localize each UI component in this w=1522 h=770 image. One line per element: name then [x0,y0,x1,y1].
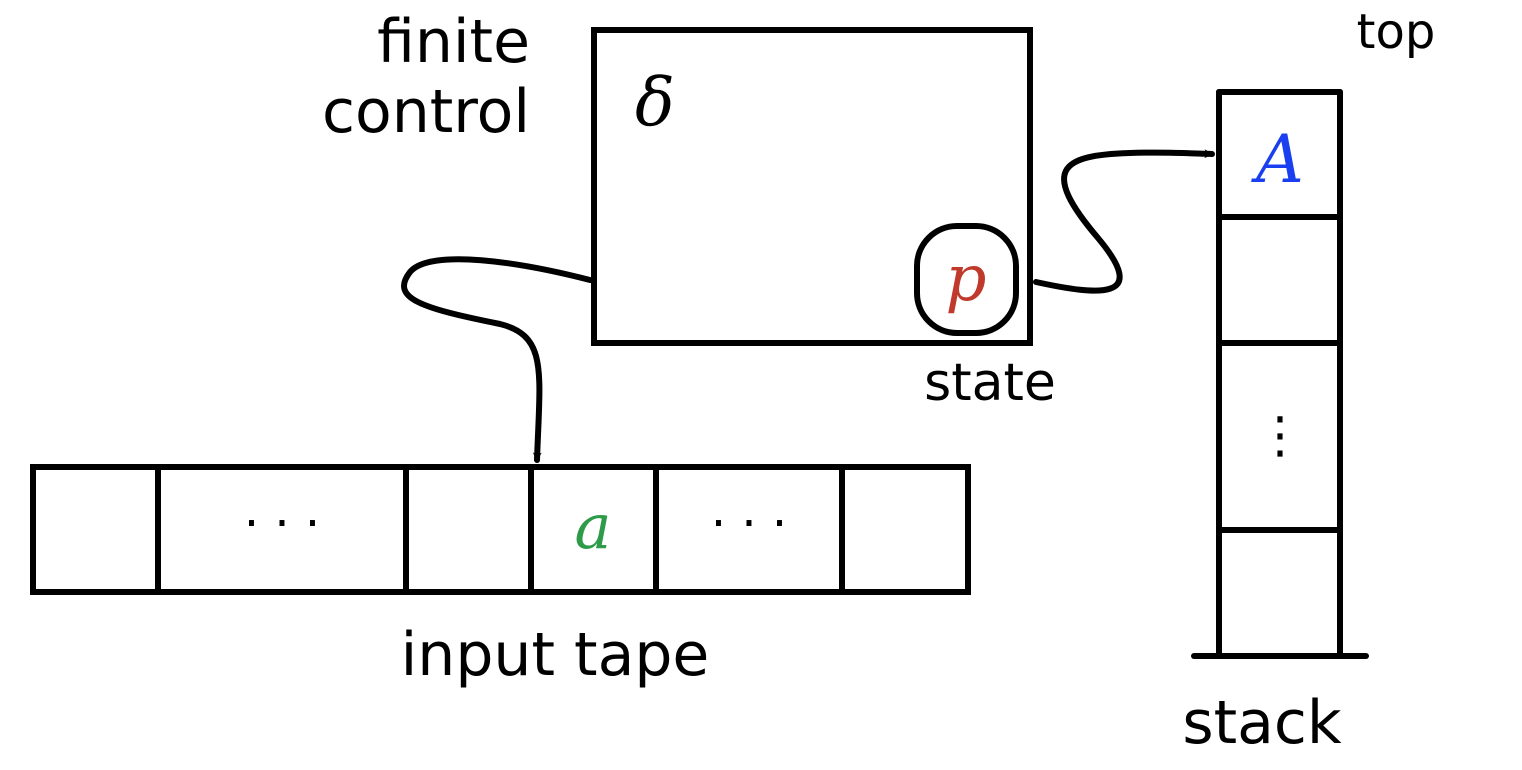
state-node [914,223,1019,336]
stack-label: stack [1182,688,1342,758]
state-symbol: p [946,242,987,316]
tape-ellipsis-left: · · · [244,496,320,552]
stack-column: A ⋮ [1191,89,1369,659]
tape-cell-head [528,464,659,595]
stack-top-arrow [1033,149,1215,294]
tape-cell [839,464,971,595]
stack-top-label: top [1357,4,1436,60]
input-tape-label: input tape [401,620,710,690]
stack-vertical-ellipsis: ⋮ [1255,406,1305,464]
finite-control-label-line1: finite [377,7,530,77]
tape-cell [30,464,161,595]
input-tape: · · · a · · · [30,464,971,595]
state-label: state [924,353,1056,413]
tape-head-arrow [401,256,593,463]
finite-control-label-line2: control [322,77,530,147]
tape-ellipsis-right: · · · [711,496,787,552]
tape-cell [653,464,845,595]
stack-top-symbol: A [1250,121,1304,198]
transition-function-symbol: δ [635,64,675,141]
tape-head-symbol: a [575,490,612,563]
tape-cell [403,464,534,595]
finite-control-box [591,27,1033,346]
